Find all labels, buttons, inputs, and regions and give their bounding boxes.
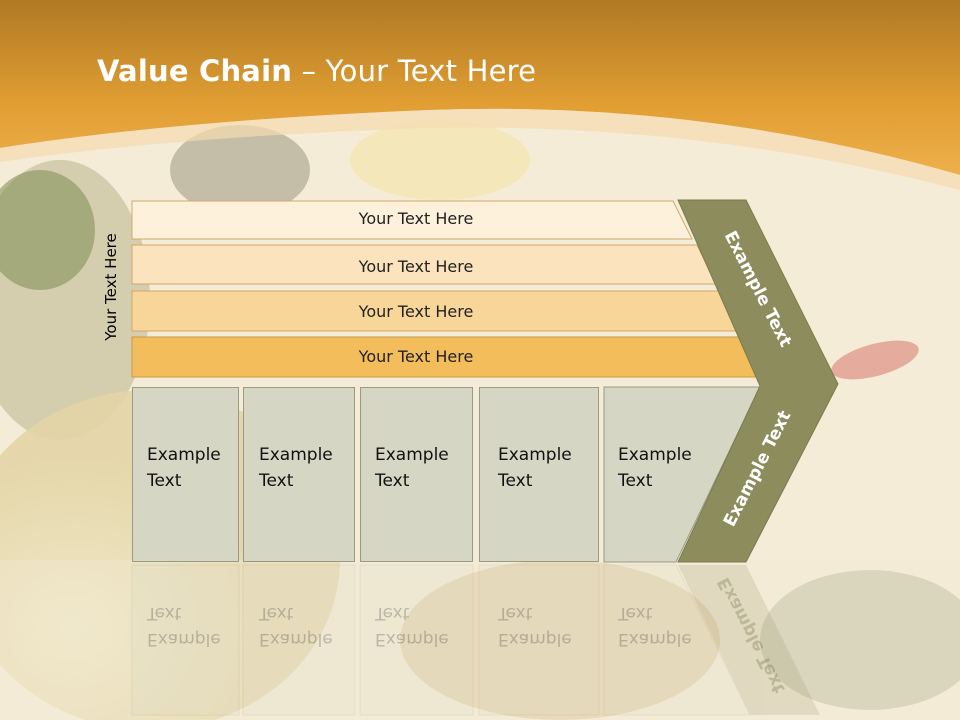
row-label-1: Your Text Here bbox=[358, 209, 474, 228]
reflection-text-5: Example Text bbox=[618, 600, 692, 652]
column-text-line: Text bbox=[498, 471, 533, 491]
column-text-line: Text bbox=[618, 471, 653, 491]
column-text-line: Text bbox=[259, 471, 294, 491]
column-text-line: Text bbox=[618, 603, 653, 623]
column-box-2 bbox=[243, 387, 355, 562]
column-text-line: Text bbox=[147, 603, 182, 623]
row-label-2: Your Text Here bbox=[358, 257, 474, 276]
column-text-line: Text bbox=[259, 603, 294, 623]
row-label-3: Your Text Here bbox=[358, 302, 474, 321]
row-bar-1 bbox=[131, 200, 693, 240]
column-box-3 bbox=[360, 387, 473, 562]
column-text-line: Example bbox=[618, 445, 692, 465]
page-title: Value Chain – Your Text Here bbox=[97, 54, 536, 88]
chevron-arrow bbox=[677, 199, 839, 563]
column-text-line: Example bbox=[147, 629, 221, 649]
column-text-line: Example bbox=[498, 445, 572, 465]
column-box-1 bbox=[132, 387, 239, 562]
column-text-line: Example bbox=[147, 445, 221, 465]
reflection bbox=[131, 564, 820, 716]
column-text-line: Text bbox=[147, 471, 182, 491]
reflection-text-3: Example Text bbox=[375, 600, 449, 652]
column-box-5 bbox=[603, 386, 761, 563]
column-text-line: Text bbox=[375, 603, 410, 623]
column-text-line: Text bbox=[498, 603, 533, 623]
reflection-text-2: Example Text bbox=[259, 600, 333, 652]
title-rest: – Your Text Here bbox=[292, 54, 537, 88]
column-text-line: Example bbox=[618, 629, 692, 649]
column-text-line: Example bbox=[375, 445, 449, 465]
row-label-4: Your Text Here bbox=[358, 347, 474, 366]
column-box-4 bbox=[479, 387, 599, 562]
reflection-text-4: Example Text bbox=[498, 600, 572, 652]
column-text-line: Example bbox=[498, 629, 572, 649]
column-text-line: Example bbox=[375, 629, 449, 649]
column-text-line: Text bbox=[375, 471, 410, 491]
title-bold: Value Chain bbox=[97, 54, 293, 88]
column-text-line: Example bbox=[259, 629, 333, 649]
column-text-line: Example bbox=[259, 445, 333, 465]
reflection-text-1: Example Text bbox=[147, 600, 221, 652]
